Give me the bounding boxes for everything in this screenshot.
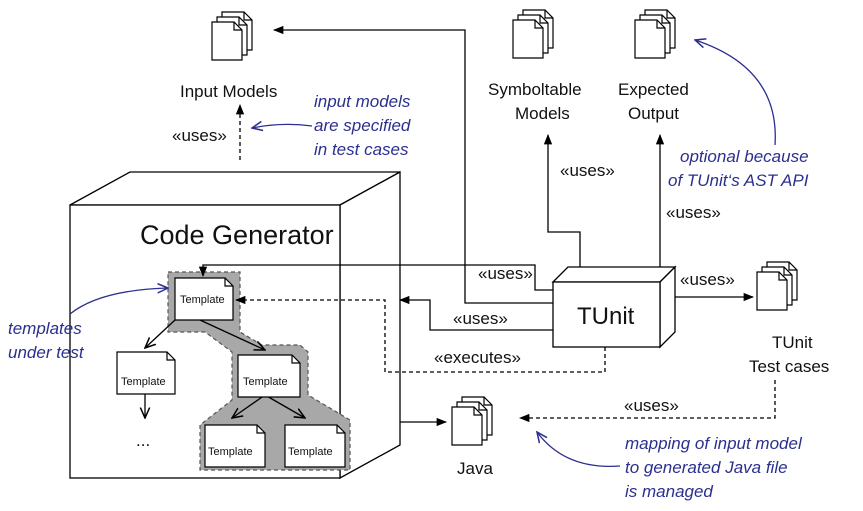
svg-text:Template: Template bbox=[180, 294, 225, 306]
tunit-test-cases-icon bbox=[757, 262, 797, 310]
svg-text:Template: Template bbox=[121, 376, 166, 388]
input-models-icon bbox=[212, 12, 252, 60]
note-mapping-arrow bbox=[537, 432, 621, 468]
tunit-label: TUnit bbox=[577, 303, 635, 330]
edge-tunit-code-generator-label: «uses» bbox=[453, 309, 508, 328]
svg-text:is managed: is managed bbox=[625, 482, 713, 501]
template-bottom-right: Template bbox=[284, 424, 346, 468]
expected-output-label-1: Expected bbox=[618, 80, 689, 99]
edge-cg-input-models-label: «uses» bbox=[172, 126, 227, 145]
edge-tunit-input-models bbox=[272, 25, 553, 304]
svg-text:Template: Template bbox=[243, 376, 288, 388]
tunit-box bbox=[551, 265, 677, 349]
java-icon bbox=[452, 397, 492, 445]
edge-tunit-expected-label: «uses» bbox=[666, 203, 721, 222]
template-ellipsis: ... bbox=[136, 431, 150, 450]
note-templates-arrow bbox=[69, 288, 168, 315]
edge-testcases-java bbox=[518, 380, 776, 423]
note-optional: optional because of TUnit‘s AST API bbox=[668, 147, 809, 190]
svg-text:Template: Template bbox=[288, 446, 333, 458]
edge-tunit-symboltable bbox=[543, 133, 581, 267]
edge-tunit-executes bbox=[234, 295, 606, 373]
symboltable-models-icon bbox=[513, 10, 553, 58]
note-input-models-arrow bbox=[252, 124, 313, 128]
template-left: Template bbox=[116, 351, 176, 395]
tunit-test-cases-label-1: TUnit bbox=[772, 333, 813, 352]
svg-text:input models: input models bbox=[314, 92, 411, 111]
note-optional-arrow bbox=[695, 40, 776, 146]
java-label: Java bbox=[457, 459, 493, 478]
expected-output-icon bbox=[635, 10, 675, 58]
edge-tunit-testcases-label: «uses» bbox=[680, 270, 735, 289]
svg-text:optional because: optional because bbox=[680, 147, 809, 166]
template-tree-edges bbox=[145, 319, 305, 418]
symboltable-models-label-2: Models bbox=[515, 104, 570, 123]
svg-text:in test cases: in test cases bbox=[314, 140, 409, 159]
svg-text:are specified: are specified bbox=[314, 116, 411, 135]
edge-tunit-symboltable-label: «uses» bbox=[560, 161, 615, 180]
input-models-label: Input Models bbox=[180, 82, 277, 101]
svg-text:Template: Template bbox=[208, 446, 253, 458]
svg-text:mapping of input model: mapping of input model bbox=[625, 434, 803, 453]
svg-text:of TUnit‘s AST API: of TUnit‘s AST API bbox=[668, 171, 809, 190]
svg-text:to generated Java file: to generated Java file bbox=[625, 458, 788, 477]
tunit-test-cases-label-2: Test cases bbox=[749, 357, 829, 376]
edge-tunit-executes-label: «executes» bbox=[434, 348, 521, 367]
template-bottom-left: Template bbox=[204, 424, 266, 468]
edge-tunit-template-label: «uses» bbox=[478, 264, 533, 283]
svg-text:under test: under test bbox=[8, 343, 85, 362]
edge-tunit-template bbox=[198, 264, 553, 291]
note-templates: templates under test bbox=[8, 319, 85, 362]
code-generator-label: Code Generator bbox=[140, 220, 334, 250]
expected-output-label-2: Output bbox=[628, 104, 679, 123]
symboltable-models-label-1: Symboltable bbox=[488, 80, 582, 99]
note-input-models: input models are specified in test cases bbox=[314, 92, 411, 159]
note-mapping: mapping of input model to generated Java… bbox=[625, 434, 803, 501]
svg-text:templates: templates bbox=[8, 319, 82, 338]
template-middle: Template bbox=[237, 354, 301, 398]
template-root: Template bbox=[174, 277, 234, 321]
code-generator-box bbox=[69, 170, 401, 480]
edge-testcases-java-label: «uses» bbox=[624, 396, 679, 415]
edge-tunit-code-generator bbox=[398, 295, 553, 331]
